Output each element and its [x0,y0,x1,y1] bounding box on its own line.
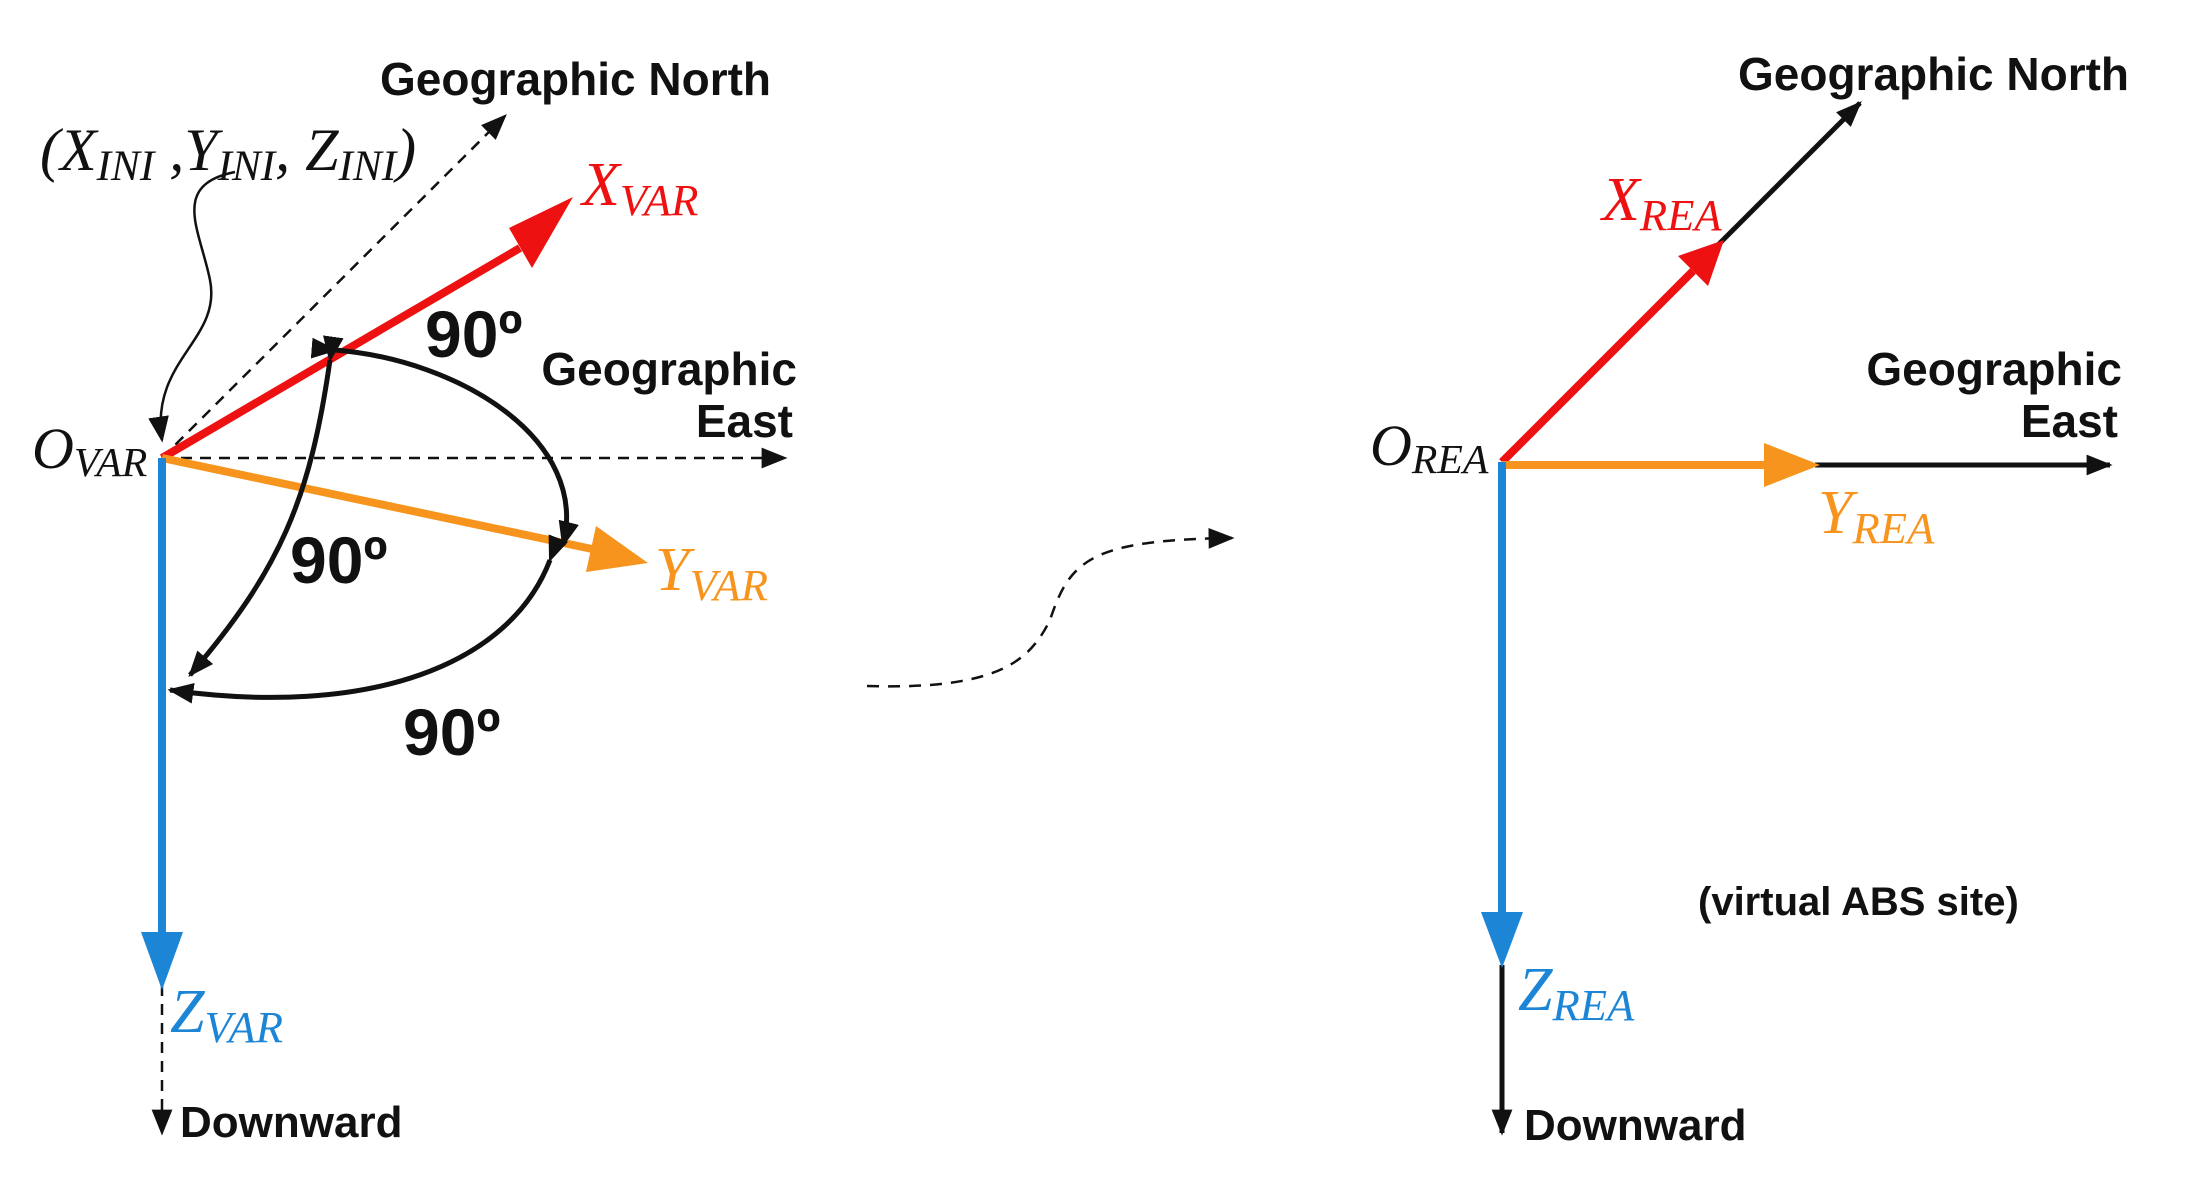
right-x-axis-arrow [1499,240,1724,465]
z-var-label: ZVAR [170,978,283,1052]
left-downward-label: Downward [180,1098,402,1147]
right-north-reference-line [1713,101,1862,250]
right-downward-label: Downward [1524,1101,1746,1150]
z-rea-label: ZREA [1518,956,1635,1030]
site-label: (virtual ABS site) [1698,880,2019,924]
angle-label-y-z: 90º [403,695,501,769]
right-z-axis-arrow [1481,462,1523,968]
right-frame: Geographic North Geographic East Downwar… [1370,48,2129,1150]
y-rea-label: YREA [1818,479,1935,553]
left-geographic-east-label-line2: East [696,395,793,447]
x-var-label: XVAR [579,151,698,225]
transition-dashed-arrow [866,527,1235,688]
right-y-axis-arrow [1502,443,1820,487]
angle-label-x-z: 90º [290,523,388,597]
left-frame: Geographic North Geographic East Downwar… [32,53,797,1147]
y-var-label: YVAR [655,536,768,610]
angle-arc-x-y [310,337,579,548]
right-geographic-east-label-line2: East [2021,395,2118,447]
initial-point-pointer [148,170,236,443]
angle-arc-y-z [167,534,569,704]
left-z-axis-arrow [141,458,183,990]
angle-arc-x-z [188,335,344,677]
right-geographic-east-label-line1: Geographic [1866,343,2122,395]
origin-rea-label: OREA [1370,413,1489,483]
left-y-axis-arrow [161,454,648,572]
x-rea-label: XREA [1599,166,1722,240]
left-geographic-north-label: Geographic North [380,53,771,105]
angle-label-x-y: 90º [425,297,523,371]
origin-var-label: OVAR [32,416,147,486]
left-geographic-east-label-line1: Geographic [541,343,797,395]
initial-point-label: (XINI ,YINI, ZINI) [40,117,416,190]
right-geographic-north-label: Geographic North [1738,48,2129,100]
